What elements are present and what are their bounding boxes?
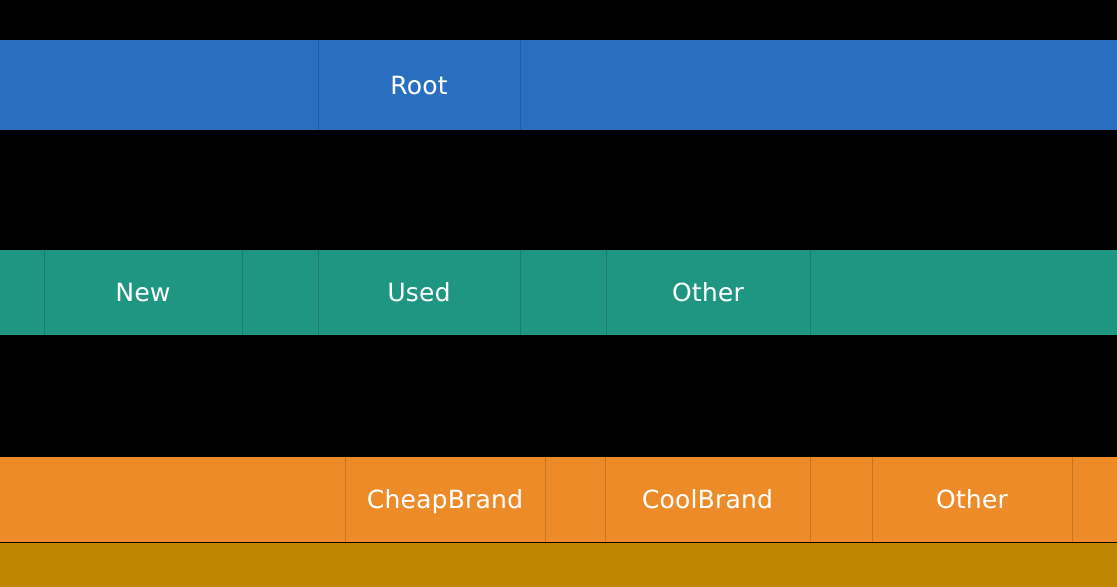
icicle-node-new[interactable]: New xyxy=(44,250,242,335)
icicle-partition-seam xyxy=(605,457,606,542)
icicle-node-unlabeled[interactable] xyxy=(520,40,1117,130)
icicle-partition-seam xyxy=(318,40,319,130)
icicle-partition-seam xyxy=(810,457,811,542)
icicle-node-label: CoolBrand xyxy=(641,485,774,514)
icicle-partition-seam xyxy=(1072,457,1073,542)
icicle-node-label: Used xyxy=(387,278,451,307)
icicle-level-leaf-level xyxy=(0,543,1117,587)
icicle-node-unlabeled[interactable] xyxy=(810,250,1117,335)
icicle-node-unlabeled[interactable] xyxy=(0,457,345,542)
icicle-node-root[interactable]: Root xyxy=(318,40,520,130)
icicle-node-label: CheapBrand xyxy=(366,485,524,514)
icicle-node-other[interactable]: Other xyxy=(872,457,1072,542)
icicle-node-unlabeled[interactable] xyxy=(0,250,44,335)
icicle-partition-seam xyxy=(44,250,45,335)
icicle-partition-seam xyxy=(242,250,243,335)
icicle-node-other[interactable]: Other xyxy=(606,250,810,335)
icicle-partition-seam xyxy=(318,250,319,335)
icicle-node-unlabeled[interactable] xyxy=(1072,457,1117,542)
icicle-node-unlabeled[interactable] xyxy=(810,457,872,542)
icicle-level-brand-level: CheapBrand CoolBrand Other xyxy=(0,457,1117,542)
icicle-node-label: New xyxy=(115,278,171,307)
icicle-node-unlabeled[interactable] xyxy=(0,543,1117,587)
icicle-node-used[interactable]: Used xyxy=(318,250,520,335)
icicle-node-unlabeled[interactable] xyxy=(520,250,606,335)
icicle-node-label: Other xyxy=(936,485,1008,514)
icicle-node-label: Root xyxy=(390,70,448,100)
icicle-partition-seam xyxy=(520,40,521,130)
icicle-partition-seam xyxy=(872,457,873,542)
icicle-level-category-level: New Used Other xyxy=(0,250,1117,335)
icicle-partition-seam xyxy=(545,457,546,542)
icicle-node-unlabeled[interactable] xyxy=(0,40,318,130)
icicle-partition-seam xyxy=(345,457,346,542)
icicle-node-coolbrand[interactable]: CoolBrand xyxy=(605,457,810,542)
icicle-partition-seam xyxy=(810,250,811,335)
icicle-node-label: Other xyxy=(672,278,744,307)
icicle-node-cheapbrand[interactable]: CheapBrand xyxy=(345,457,545,542)
icicle-partition-seam xyxy=(520,250,521,335)
icicle-partition-seam xyxy=(606,250,607,335)
icicle-node-unlabeled[interactable] xyxy=(545,457,605,542)
icicle-node-unlabeled[interactable] xyxy=(242,250,318,335)
icicle-level-root-level: Root xyxy=(0,40,1117,130)
